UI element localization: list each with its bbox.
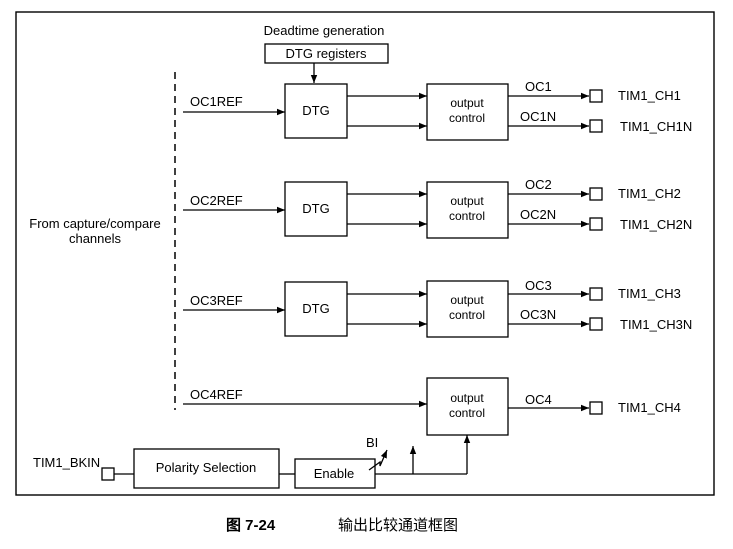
- channel-4: OC4REF output control OC4 TIM1_CH4: [183, 377, 681, 436]
- tim1-ch1-pin: [589, 89, 603, 103]
- tim1-ch2-pin: [589, 187, 603, 201]
- channel-3: OC3REF DTG output control OC3 TIM1_CH3 O…: [183, 278, 692, 338]
- tim1-ch1n-pin: [589, 119, 603, 133]
- channels-label: channels: [69, 231, 122, 246]
- dtg-block-1: [284, 83, 348, 139]
- tim1-bkin-label: TIM1_BKIN: [33, 455, 100, 470]
- output-control-2-line2: control: [449, 209, 485, 223]
- tim1-ch3-label: TIM1_CH3: [618, 286, 681, 301]
- bi-output-arrow: [368, 449, 388, 471]
- output-control-1-line1: output: [450, 96, 484, 110]
- oc1ref-label: OC1REF: [190, 94, 243, 109]
- diagram-frame: [15, 11, 715, 496]
- dtg-registers-label: DTG registers: [286, 46, 367, 61]
- tim1-ch3-pin: [589, 287, 603, 301]
- oc2ref-label: OC2REF: [190, 193, 243, 208]
- oc2-label: OC2: [525, 177, 552, 192]
- tim1-ch2-label: TIM1_CH2: [618, 186, 681, 201]
- oc3-label: OC3: [525, 278, 552, 293]
- bi-label: BI: [366, 435, 378, 450]
- tim1-ch2n-label: TIM1_CH2N: [620, 217, 692, 232]
- dtg-label-1: DTG: [302, 103, 329, 118]
- dtg-label-3: DTG: [302, 301, 329, 316]
- output-control-block-3: [426, 280, 509, 338]
- tim1-bkin-pin: [101, 467, 115, 481]
- tim1-ch3n-pin: [589, 317, 603, 331]
- output-control-4-line1: output: [450, 391, 484, 405]
- output-control-3-line2: control: [449, 308, 485, 322]
- tim1-ch4-label: TIM1_CH4: [618, 400, 681, 415]
- channel-2: OC2REF DTG output control OC2 TIM1_CH2 O…: [183, 177, 692, 239]
- tim1-ch3n-label: TIM1_CH3N: [620, 317, 692, 332]
- break-path: TIM1_BKIN Polarity Selection Enable BI: [33, 435, 471, 489]
- oc2n-label: OC2N: [520, 207, 556, 222]
- output-control-2-line1: output: [450, 194, 484, 208]
- tim1-ch1n-label: TIM1_CH1N: [620, 119, 692, 134]
- output-control-4-line2: control: [449, 406, 485, 420]
- from-capture-compare-label: From capture/compare: [29, 216, 161, 231]
- oc1-label: OC1: [525, 79, 552, 94]
- dtg-registers-box: [264, 43, 389, 64]
- oc4-label: OC4: [525, 392, 552, 407]
- deadtime-generation-label: Deadtime generation: [264, 23, 385, 38]
- oc1n-label: OC1N: [520, 109, 556, 124]
- polarity-selection-label: Polarity Selection: [156, 460, 256, 475]
- figure-title: 输出比较通道框图: [338, 516, 458, 534]
- output-control-block-2: [426, 181, 509, 239]
- dtg-block-2: [284, 181, 348, 237]
- output-control-block-4: [426, 377, 509, 436]
- tim1-ch1-label: TIM1_CH1: [618, 88, 681, 103]
- figure-number: 图 7-24: [226, 517, 276, 534]
- output-control-1-line2: control: [449, 111, 485, 125]
- dtg-block-3: [284, 281, 348, 337]
- tim1-ch4-pin: [589, 401, 603, 415]
- output-control-block-1: [426, 83, 509, 141]
- oc3ref-label: OC3REF: [190, 293, 243, 308]
- enable-label: Enable: [314, 466, 354, 481]
- channel-1: OC1REF DTG output control OC1 TIM1_CH1 O…: [183, 79, 692, 141]
- oc4ref-label: OC4REF: [190, 387, 243, 402]
- polarity-selection-box: [133, 448, 280, 489]
- output-control-3-line1: output: [450, 293, 484, 307]
- tim1-ch2n-pin: [589, 217, 603, 231]
- oc3n-label: OC3N: [520, 307, 556, 322]
- dtg-label-2: DTG: [302, 201, 329, 216]
